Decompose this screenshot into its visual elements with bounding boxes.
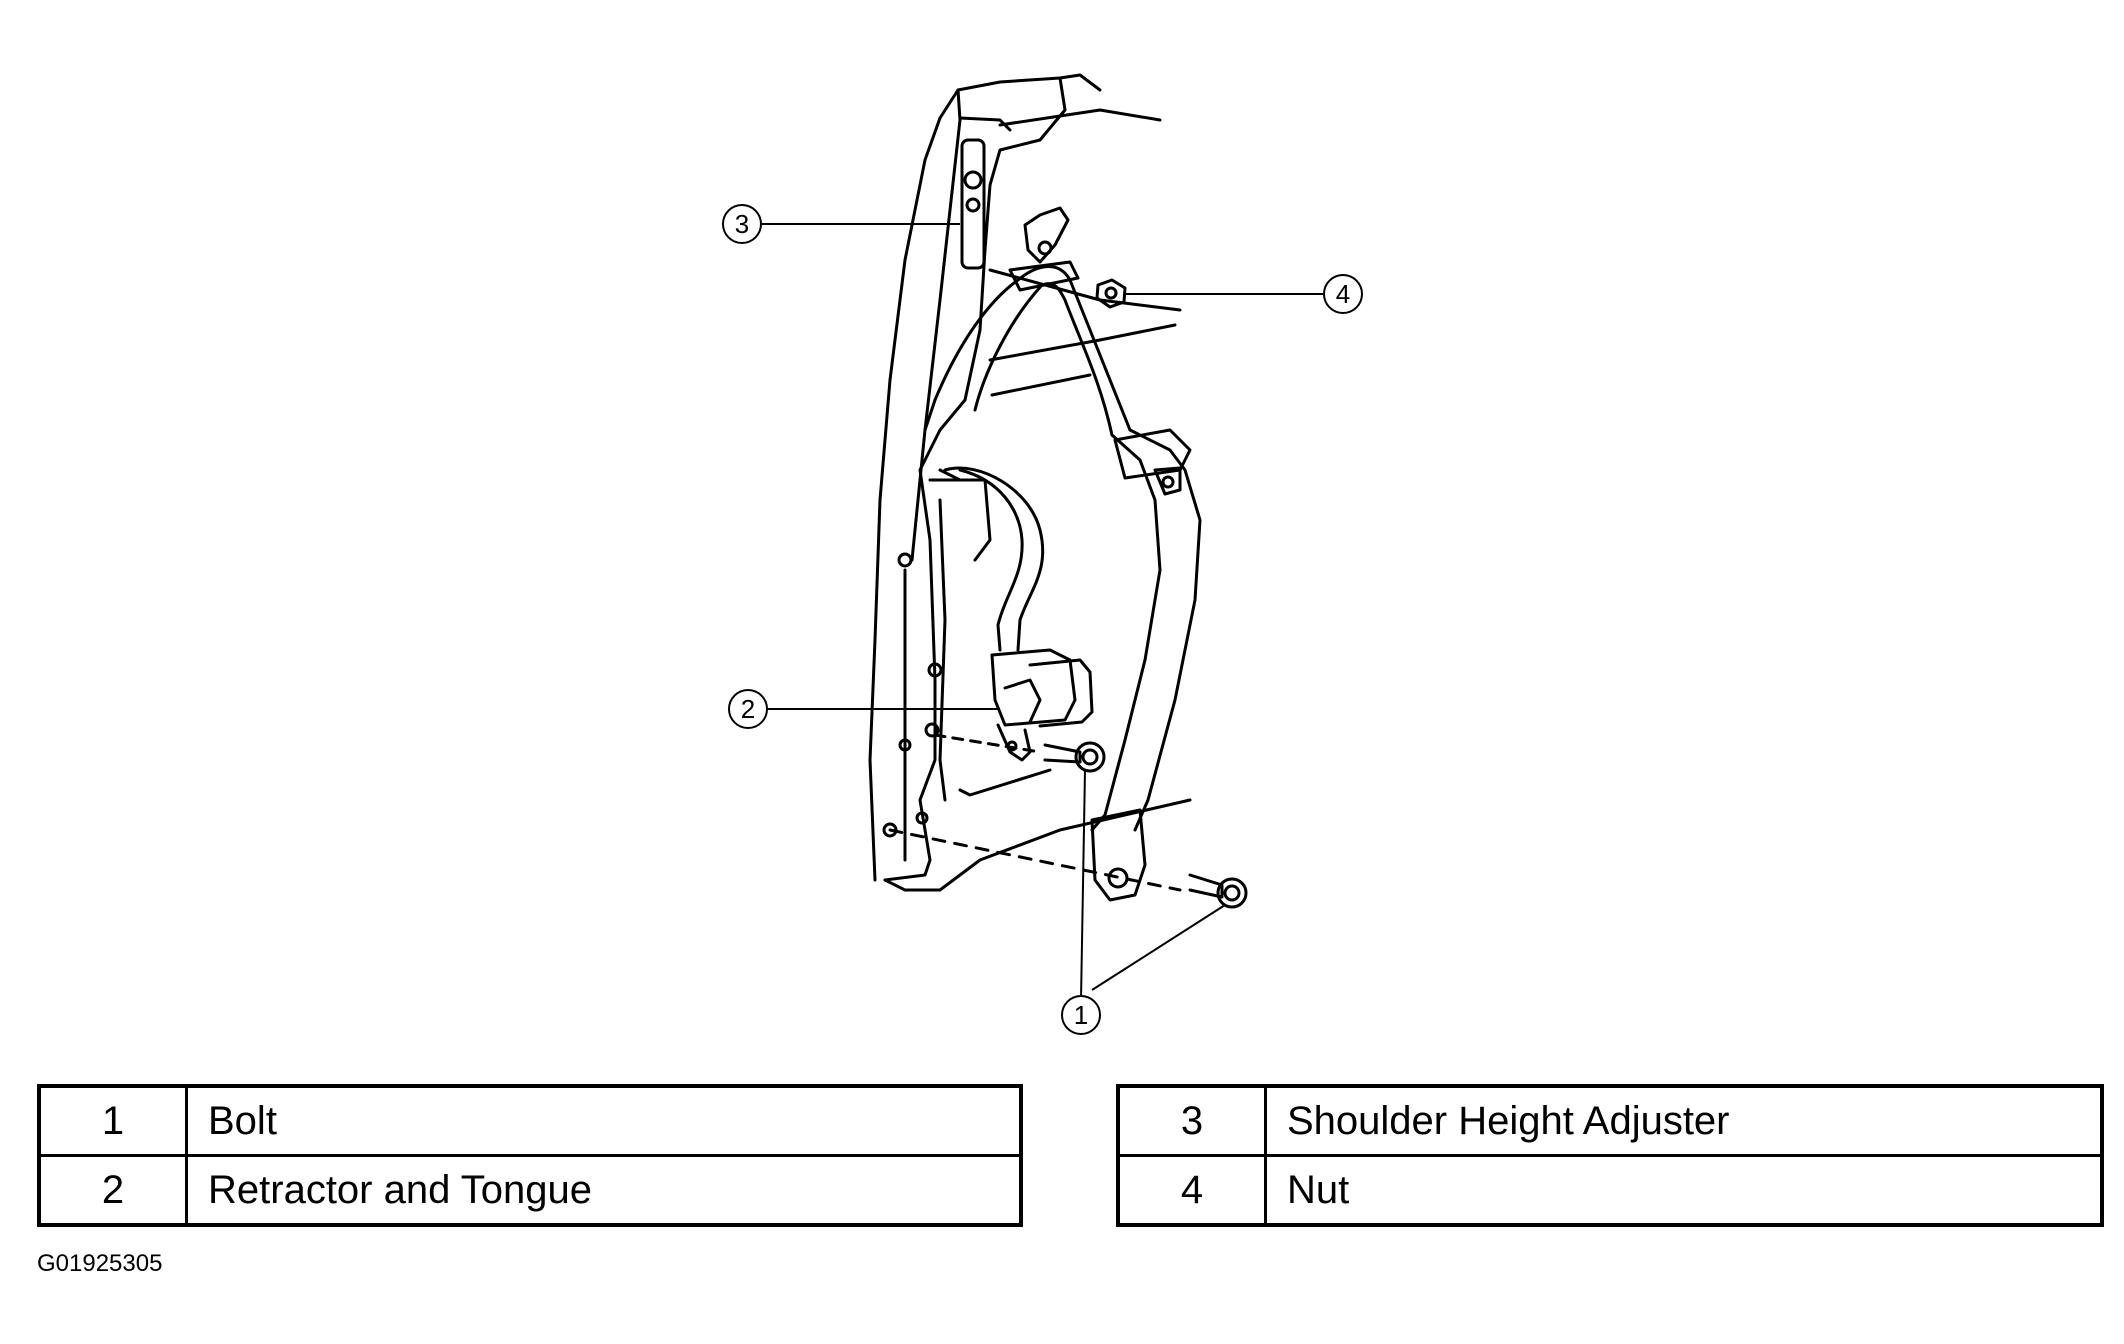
callout-4: 4 xyxy=(1323,274,1363,314)
legend-label: Retractor and Tongue xyxy=(185,1154,1023,1227)
callout-2-number: 2 xyxy=(741,694,755,724)
nut xyxy=(1095,278,1127,309)
legend-row: 3 Shoulder Height Adjuster xyxy=(1116,1084,2104,1157)
legend-number: 4 xyxy=(1116,1154,1267,1227)
figure-code: G01925305 xyxy=(37,1250,163,1277)
legend-table-right: 3 Shoulder Height Adjuster 4 Nut xyxy=(1116,1084,2104,1227)
retractor-bolt xyxy=(933,733,1106,773)
legend-number: 1 xyxy=(37,1084,188,1157)
callout-1-leader-b xyxy=(1091,904,1226,991)
legend-number: 2 xyxy=(37,1154,188,1227)
legend-number: 3 xyxy=(1116,1084,1267,1157)
legend-row: 2 Retractor and Tongue xyxy=(37,1154,1023,1227)
pillar-panel xyxy=(868,73,1192,892)
floor-bolt xyxy=(1188,873,1248,909)
callout-1: 1 xyxy=(1061,995,1101,1035)
upper-belt xyxy=(923,206,1132,437)
legend-label: Shoulder Height Adjuster xyxy=(1264,1084,2104,1157)
retractor xyxy=(990,648,1094,762)
callout-2: 2 xyxy=(728,689,768,729)
legend-row: 4 Nut xyxy=(1116,1154,2104,1227)
retractor-webbing xyxy=(938,466,1045,652)
shoulder-belt xyxy=(1090,428,1202,832)
legend-label: Bolt xyxy=(185,1084,1023,1157)
callout-1-leader-a xyxy=(1080,769,1086,1001)
callout-3: 3 xyxy=(722,204,762,244)
callout-3-number: 3 xyxy=(735,209,749,239)
callout-1-number: 1 xyxy=(1074,1000,1088,1030)
lower-anchor xyxy=(888,808,1182,902)
legend-table-left: 1 Bolt 2 Retractor and Tongue xyxy=(37,1084,1023,1227)
legend-label: Nut xyxy=(1264,1154,2104,1227)
legend-row: 1 Bolt xyxy=(37,1084,1023,1157)
callout-4-number: 4 xyxy=(1336,279,1350,309)
